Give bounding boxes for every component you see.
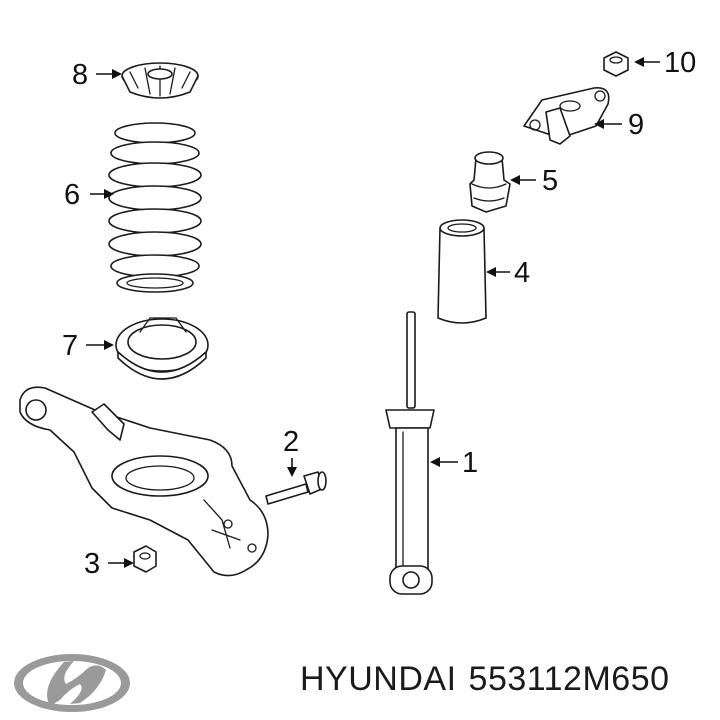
- part-caption: HYUNDAI 553112M650: [300, 660, 682, 699]
- part-3-nut: [133, 545, 157, 573]
- part-7-lower-spring-seat: [115, 317, 209, 380]
- callout-4: 4: [514, 257, 530, 289]
- callout-3: 3: [84, 548, 100, 580]
- callout-1: 1: [462, 447, 478, 479]
- callout-6: 6: [64, 179, 80, 211]
- part-8-upper-spring-seat: [121, 62, 199, 99]
- callout-labels: 8 6 7 3 2 1 4 5 9 10: [62, 47, 696, 580]
- lower-control-arm: [19, 386, 269, 577]
- part-4-dust-cover: [437, 219, 487, 324]
- callout-8: 8: [72, 59, 88, 91]
- callout-9: 9: [628, 109, 644, 141]
- hyundai-logo-icon: [14, 654, 130, 712]
- leader-lines: [86, 57, 660, 568]
- part-6-coil-spring: [108, 122, 202, 293]
- part-10-nut: [603, 51, 629, 77]
- part-5-bump-stopper: [469, 151, 511, 213]
- callout-7: 7: [62, 330, 78, 362]
- brand-name: HYUNDAI: [300, 660, 457, 698]
- callout-2: 2: [283, 426, 299, 458]
- part-1-shock-absorber: [385, 311, 435, 595]
- part-number: 553112M650: [468, 660, 670, 698]
- part-9-mount-bracket: [523, 87, 610, 145]
- callout-5: 5: [542, 165, 558, 197]
- callout-10: 10: [664, 47, 696, 79]
- part-2-bolt: [265, 471, 327, 505]
